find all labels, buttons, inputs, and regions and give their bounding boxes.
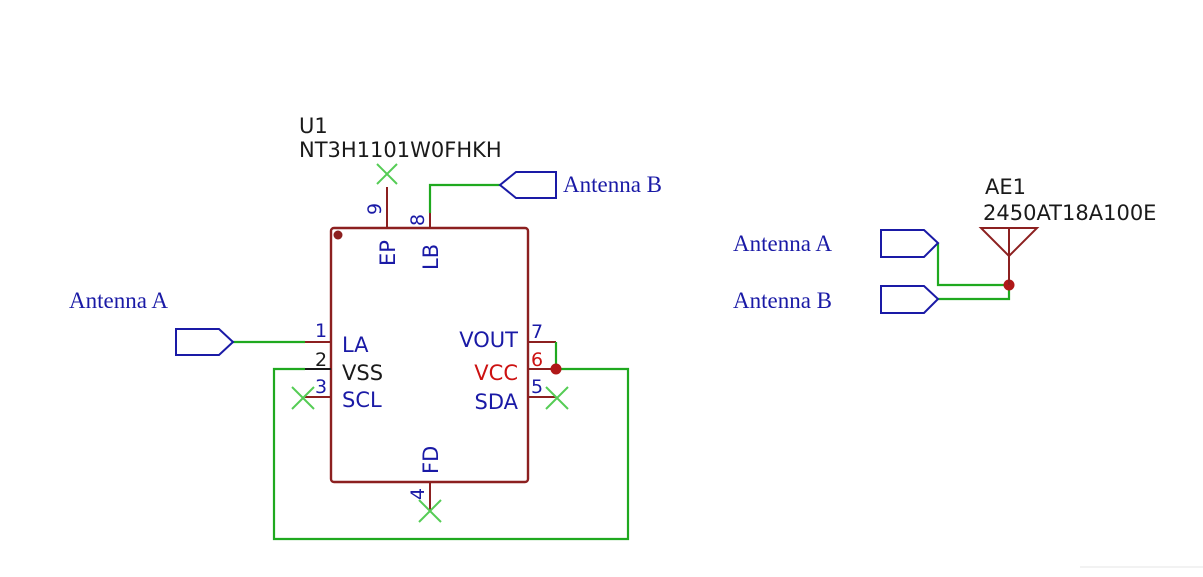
pin-number: 6 (531, 349, 543, 371)
pin-name: VCC (474, 361, 518, 385)
pin-name: SDA (475, 390, 519, 414)
ae1-reference: AE1 (985, 175, 1026, 199)
ae1-value: 2450AT18A100E (983, 201, 1156, 225)
pin-number: 4 (407, 488, 429, 500)
pin-number: 2 (315, 349, 327, 371)
no-connect-icon (418, 499, 442, 523)
junction-dot (550, 363, 562, 375)
pin-number: 7 (531, 321, 543, 343)
net-label-flag-icon (880, 285, 940, 314)
u1-symbol[interactable]: 1 2 3 7 6 5 9 8 4 LA VSS SCL VOUT VCC SD… (299, 114, 556, 510)
net-label-flag-icon (498, 171, 557, 199)
no-connect-icon (376, 163, 398, 185)
u1-value: NT3H1101W0FHKH (299, 138, 502, 162)
no-connect-icon (291, 386, 315, 410)
net-label-flag-icon (175, 328, 235, 356)
pin-number: 5 (531, 376, 543, 398)
net-label-antenna-b-top[interactable]: Antenna B (498, 171, 662, 199)
wire-ae1-antenna-b (938, 285, 1011, 301)
pin-number: 1 (315, 320, 327, 342)
wire-vss-vcc-loop (272, 367, 630, 541)
net-label-text: Antenna A (733, 231, 832, 256)
net-label-antenna-a-left[interactable]: Antenna A (69, 288, 235, 356)
net-label-flag-icon (880, 229, 940, 258)
pin-name: LA (342, 333, 369, 357)
pin-name: LB (419, 244, 443, 270)
pin-name: EP (376, 240, 400, 266)
net-label-antenna-b-right[interactable]: Antenna B (733, 285, 940, 314)
net-label-antenna-a-right[interactable]: Antenna A (733, 229, 940, 258)
pin-name: FD (419, 446, 443, 474)
net-label-text: Antenna A (69, 288, 168, 313)
pin-number: 3 (315, 376, 327, 398)
no-connect-markers (291, 163, 569, 523)
net-label-text: Antenna B (733, 288, 832, 313)
wire-ae1-antenna-a (936, 243, 1009, 287)
net-label-text: Antenna B (563, 172, 662, 197)
pin1-marker (333, 230, 343, 240)
pin-name: VOUT (459, 328, 518, 352)
no-connect-icon (545, 386, 569, 410)
u1-reference: U1 (299, 114, 328, 138)
pin-number: 8 (407, 214, 429, 226)
pin-name: SCL (342, 388, 382, 412)
ae1-symbol[interactable]: AE1 2450AT18A100E (978, 175, 1156, 285)
wire-antenna-b-to-pin8 (428, 183, 500, 213)
pin-name: VSS (342, 361, 383, 385)
pin-number: 9 (364, 203, 386, 215)
